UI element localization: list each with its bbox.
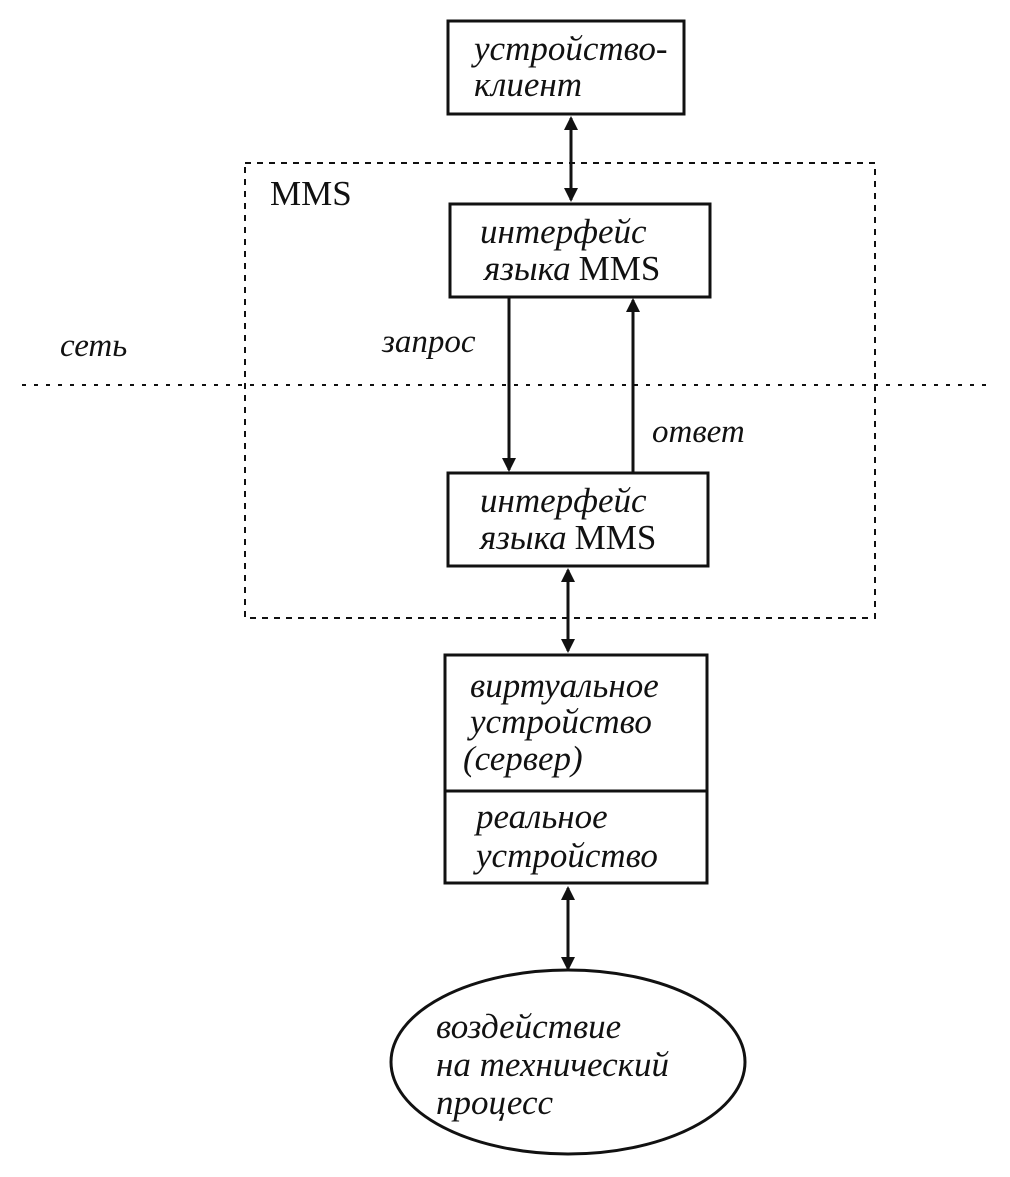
real-device-label-line2: устройство — [473, 836, 658, 875]
process-action-node: воздействие на технический процесс — [389, 968, 747, 1156]
mms-interface-top-label-line1: интерфейс — [480, 212, 647, 251]
virtual-device-label-line1: виртуальное — [470, 666, 659, 705]
network-label: сеть — [60, 328, 127, 364]
client-device-node: устройство- клиент — [446, 19, 686, 116]
device-stack-node: виртуальное устройство (сервер) реальное… — [443, 653, 709, 885]
real-device-label-line1: реальное — [473, 797, 608, 836]
mms-interface-top-box — [448, 202, 712, 299]
request-label: запрос — [381, 324, 476, 360]
process-action-label-line3: процесс — [436, 1083, 553, 1122]
client-device-box — [446, 19, 686, 116]
mms-interface-top-label-acronym: MMS — [579, 249, 661, 288]
mms-interface-bottom-label-word: языка — [478, 518, 567, 557]
mms-group-title: MMS — [270, 174, 352, 213]
mms-group-boundary — [244, 162, 876, 619]
client-device-label-line2: клиент — [474, 65, 582, 104]
process-action-label-line2: на технический — [436, 1045, 670, 1084]
client-device-label-line1: устройство- — [471, 29, 668, 68]
response-label: ответ — [652, 414, 745, 450]
virtual-device-label-line3: (сервер) — [463, 739, 583, 778]
virtual-device-label-line2: устройство — [467, 702, 652, 741]
mms-interface-bottom-label-line1: интерфейс — [480, 481, 647, 520]
mms-interface-bottom-label-acronym: MMS — [575, 518, 657, 557]
process-action-label-line1: воздействие — [436, 1007, 621, 1046]
device-stack-box — [443, 653, 709, 885]
process-action-ellipse — [389, 968, 747, 1156]
mms-interface-top-label-word: языка — [482, 249, 571, 288]
mms-interface-bottom-box — [446, 471, 710, 568]
